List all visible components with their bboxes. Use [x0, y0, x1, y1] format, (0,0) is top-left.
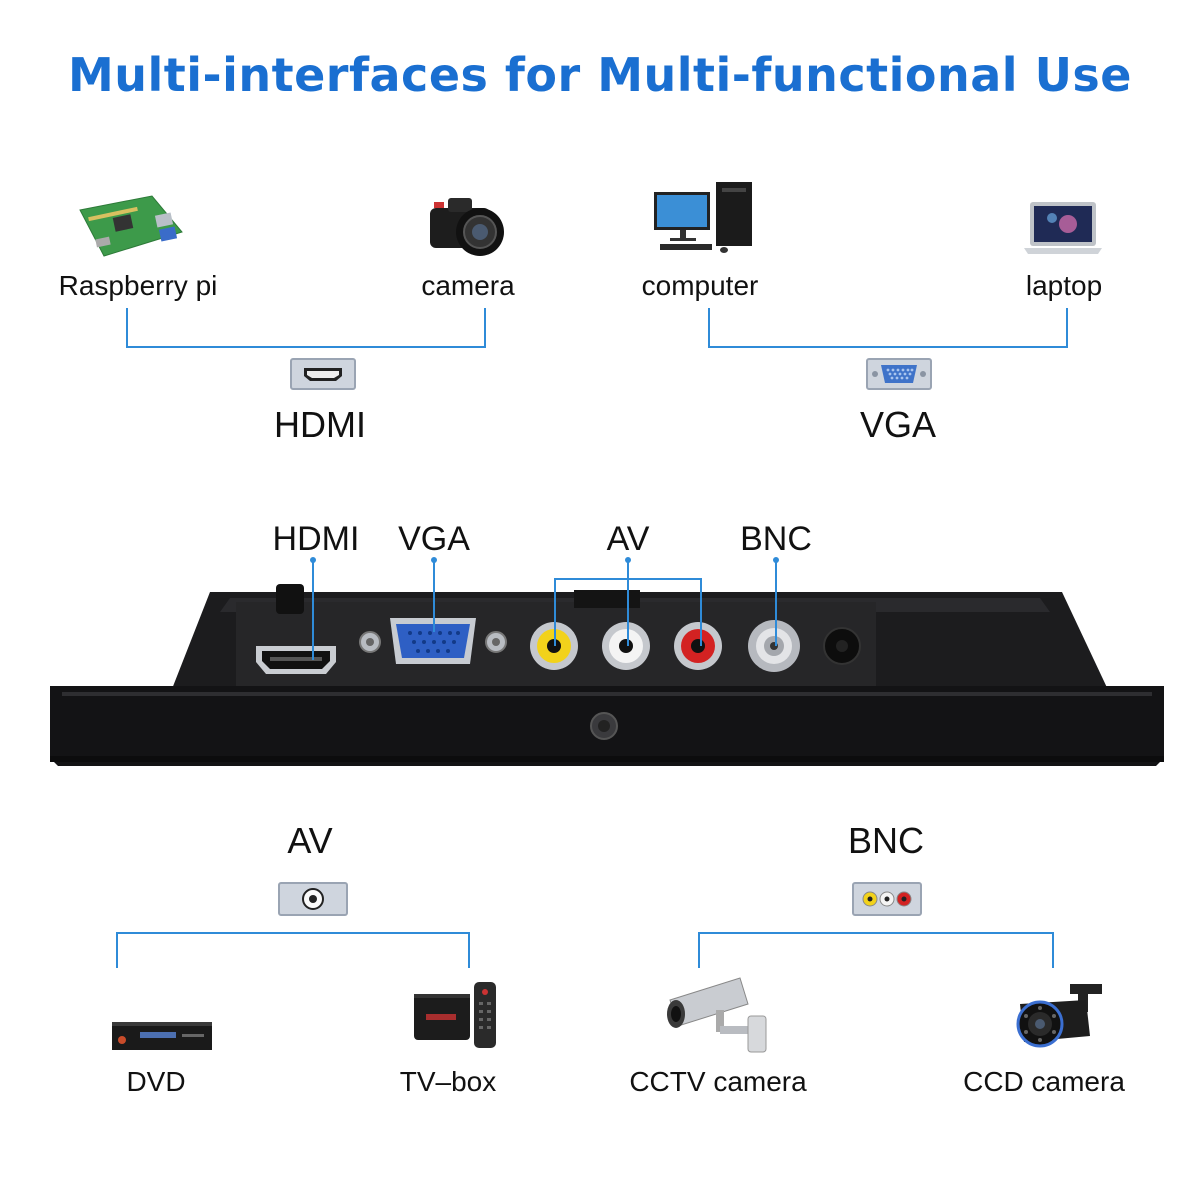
page-title: Multi-interfaces for Multi-functional Us…: [67, 48, 1133, 102]
monitor-back-panel: [50, 556, 1164, 768]
vga-port-icon: [866, 358, 932, 390]
device-label-cctv-camera: CCTV camera: [629, 1066, 807, 1097]
panel-label-av: AV: [606, 520, 650, 558]
connector-line: [1066, 308, 1068, 348]
pointer-line: [554, 578, 702, 580]
device-label-ccd-camera: CCD camera: [963, 1066, 1125, 1097]
pointer-line: [554, 578, 556, 646]
ccd-camera-icon: [1010, 980, 1106, 1054]
connector-line: [708, 346, 1068, 348]
connector-line: [698, 932, 1054, 934]
panel-label-hdmi: HDMI: [272, 520, 360, 558]
rca-ports-icon: [852, 882, 922, 916]
pointer-line: [775, 560, 777, 646]
port-label-vga: VGA: [859, 404, 937, 445]
panel-av-red-port: [674, 622, 722, 670]
tv-box-icon: [412, 980, 502, 1050]
port-label-bnc: BNC: [847, 820, 925, 861]
panel-label-bnc: BNC: [740, 520, 812, 558]
desktop-computer-icon: [650, 178, 758, 258]
panel-label-vga: VGA: [398, 520, 470, 558]
pointer-line: [627, 560, 629, 646]
connector-line: [698, 932, 700, 968]
panel-av-yellow-port: [530, 622, 578, 670]
dslr-camera-icon: [426, 190, 510, 260]
connector-line: [1052, 932, 1054, 968]
connector-line: [708, 308, 710, 348]
hdmi-port-icon: [290, 358, 356, 390]
device-label-camera: camera: [421, 270, 515, 301]
cctv-camera-icon: [664, 970, 774, 1056]
panel-vga-port: [390, 618, 476, 664]
device-label-tv-box: TV–box: [399, 1066, 497, 1097]
pointer-line: [312, 560, 314, 660]
connector-line: [468, 932, 470, 968]
av-port-icon: [278, 882, 348, 916]
connector-line: [116, 932, 118, 968]
pointer-line: [700, 578, 702, 646]
device-label-raspberry-pi: Raspberry pi: [58, 270, 218, 301]
panel-dc-power-jack: [823, 627, 861, 665]
laptop-icon: [1022, 198, 1104, 262]
panel-hdmi-port: [256, 646, 336, 674]
pointer-line: [433, 560, 435, 632]
connector-line: [126, 308, 128, 348]
connector-line: [126, 346, 486, 348]
device-label-dvd: DVD: [126, 1066, 186, 1097]
device-label-computer: computer: [641, 270, 759, 301]
panel-av-white-port: [602, 622, 650, 670]
device-label-laptop: laptop: [1025, 270, 1103, 301]
connector-line: [484, 308, 486, 348]
port-label-av: AV: [287, 820, 333, 861]
panel-bnc-port: [748, 620, 800, 672]
connector-line: [116, 932, 470, 934]
dvd-player-icon: [110, 1014, 214, 1054]
raspberry-pi-board-icon: [74, 192, 186, 260]
port-label-hdmi: HDMI: [274, 404, 366, 445]
